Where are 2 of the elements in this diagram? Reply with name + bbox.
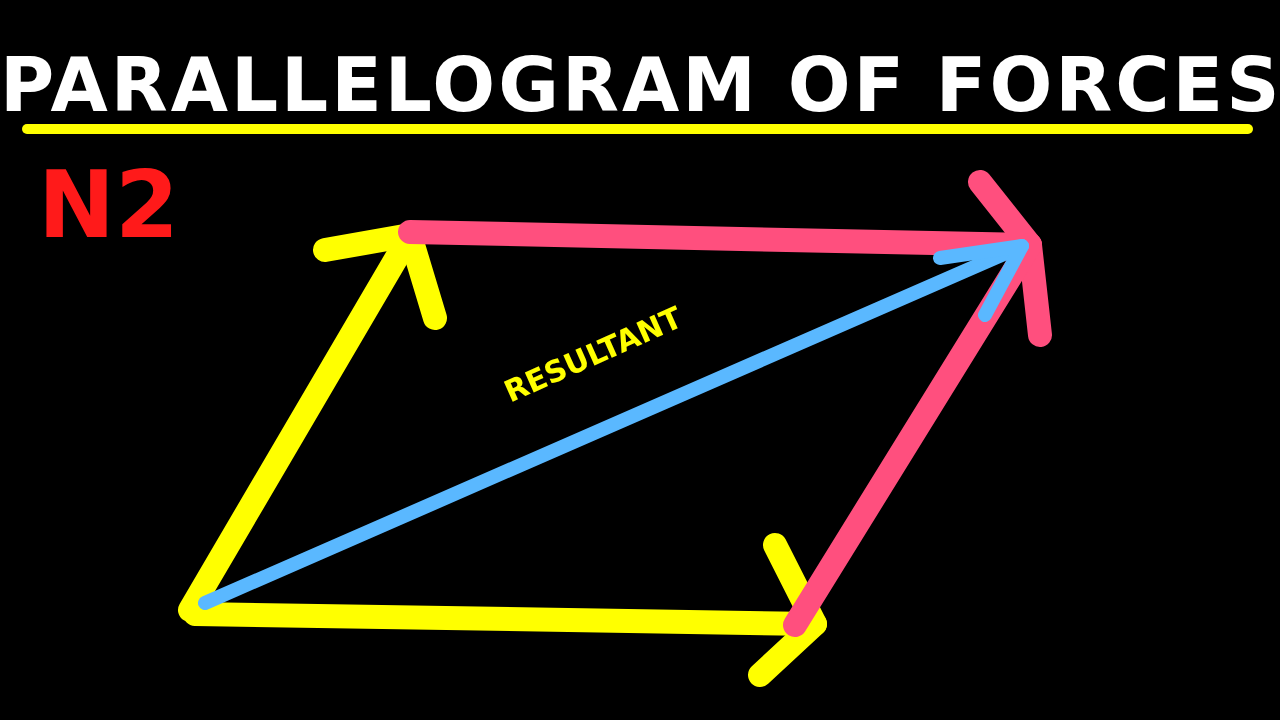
label: N2	[38, 160, 179, 252]
title: PARALLELOGRAM OF FORCES	[0, 48, 1280, 122]
